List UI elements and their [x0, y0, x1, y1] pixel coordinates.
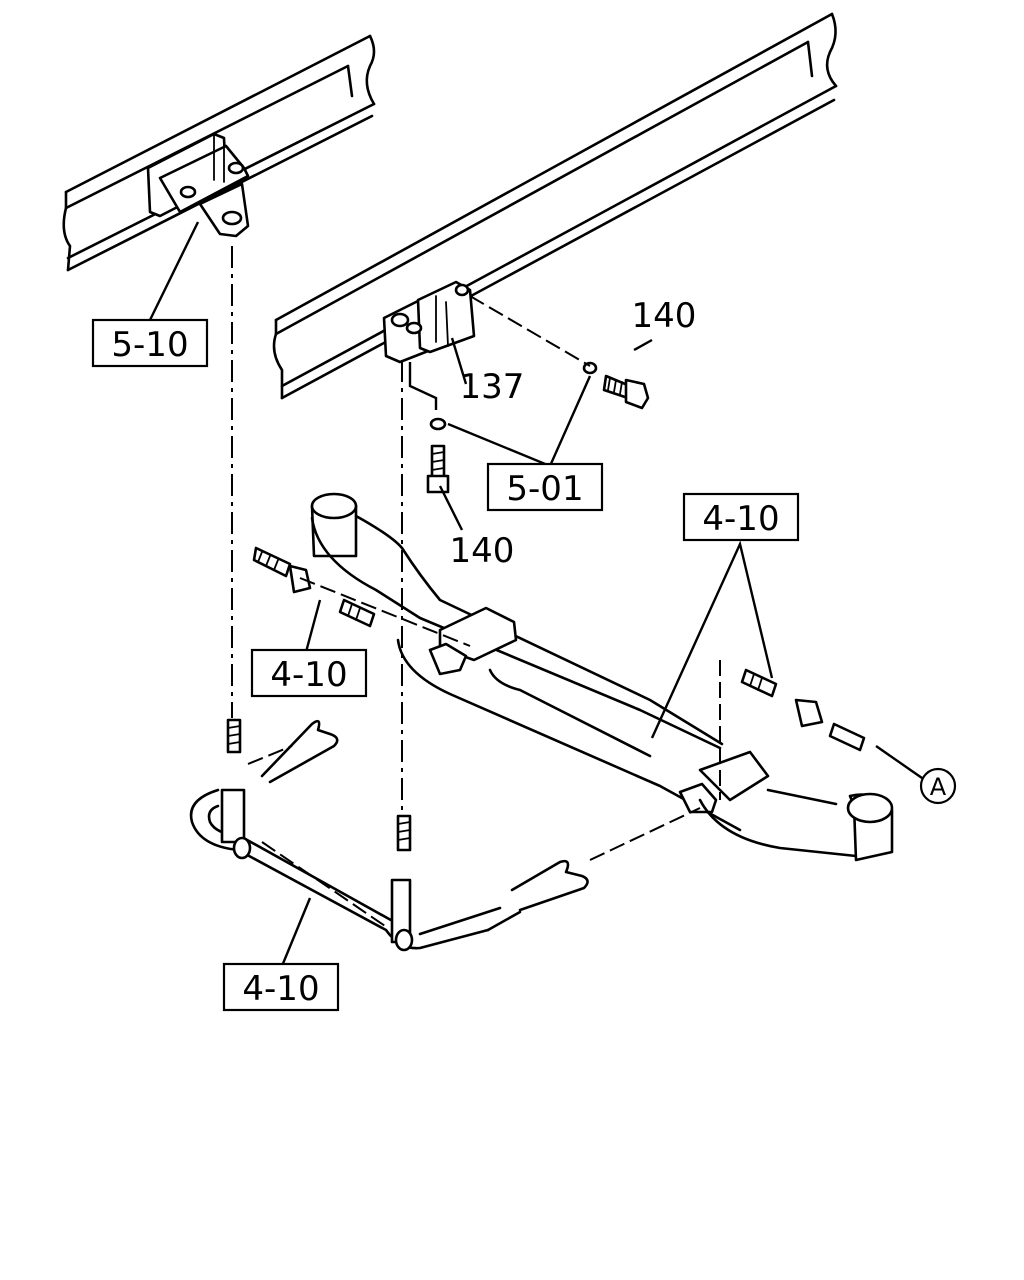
bolt-140-upper: [602, 374, 650, 410]
stabilizer-link-right: [510, 859, 589, 912]
washer-upper: [582, 361, 598, 375]
label-4-10-bottom-text: 4-10: [242, 969, 319, 1009]
label-5-10[interactable]: 5-10: [91, 318, 209, 368]
label-140-upper: 140: [632, 296, 697, 336]
connector-a-text: A: [930, 773, 947, 801]
alignment-lines: [231, 246, 721, 929]
stabilizer-link-left: [260, 719, 339, 784]
axle-beam: [310, 492, 894, 862]
label-4-10-mid[interactable]: 4-10: [250, 648, 368, 698]
label-5-10-text: 5-10: [111, 325, 188, 365]
label-5-01[interactable]: 5-01: [486, 462, 604, 512]
stabilizer-bar: [189, 718, 522, 952]
frame-bracket-137: [382, 280, 476, 364]
frame-rail-right: [272, 12, 838, 400]
label-137: 137: [460, 367, 525, 407]
label-4-10-right-text: 4-10: [702, 499, 779, 539]
connector-a[interactable]: A: [919, 767, 957, 805]
frame-bracket-left: [146, 132, 250, 238]
shackle-pin-right: [740, 668, 866, 752]
bolt-140-lower: [426, 444, 450, 494]
washer-lower: [429, 417, 447, 431]
label-4-10-mid-text: 4-10: [270, 655, 347, 695]
label-140-lower: 140: [450, 531, 515, 571]
label-4-10-bottom[interactable]: 4-10: [222, 962, 340, 1012]
label-5-01-text: 5-01: [506, 469, 583, 509]
label-4-10-right[interactable]: 4-10: [682, 492, 800, 542]
shackle-pin-left: [252, 546, 376, 628]
